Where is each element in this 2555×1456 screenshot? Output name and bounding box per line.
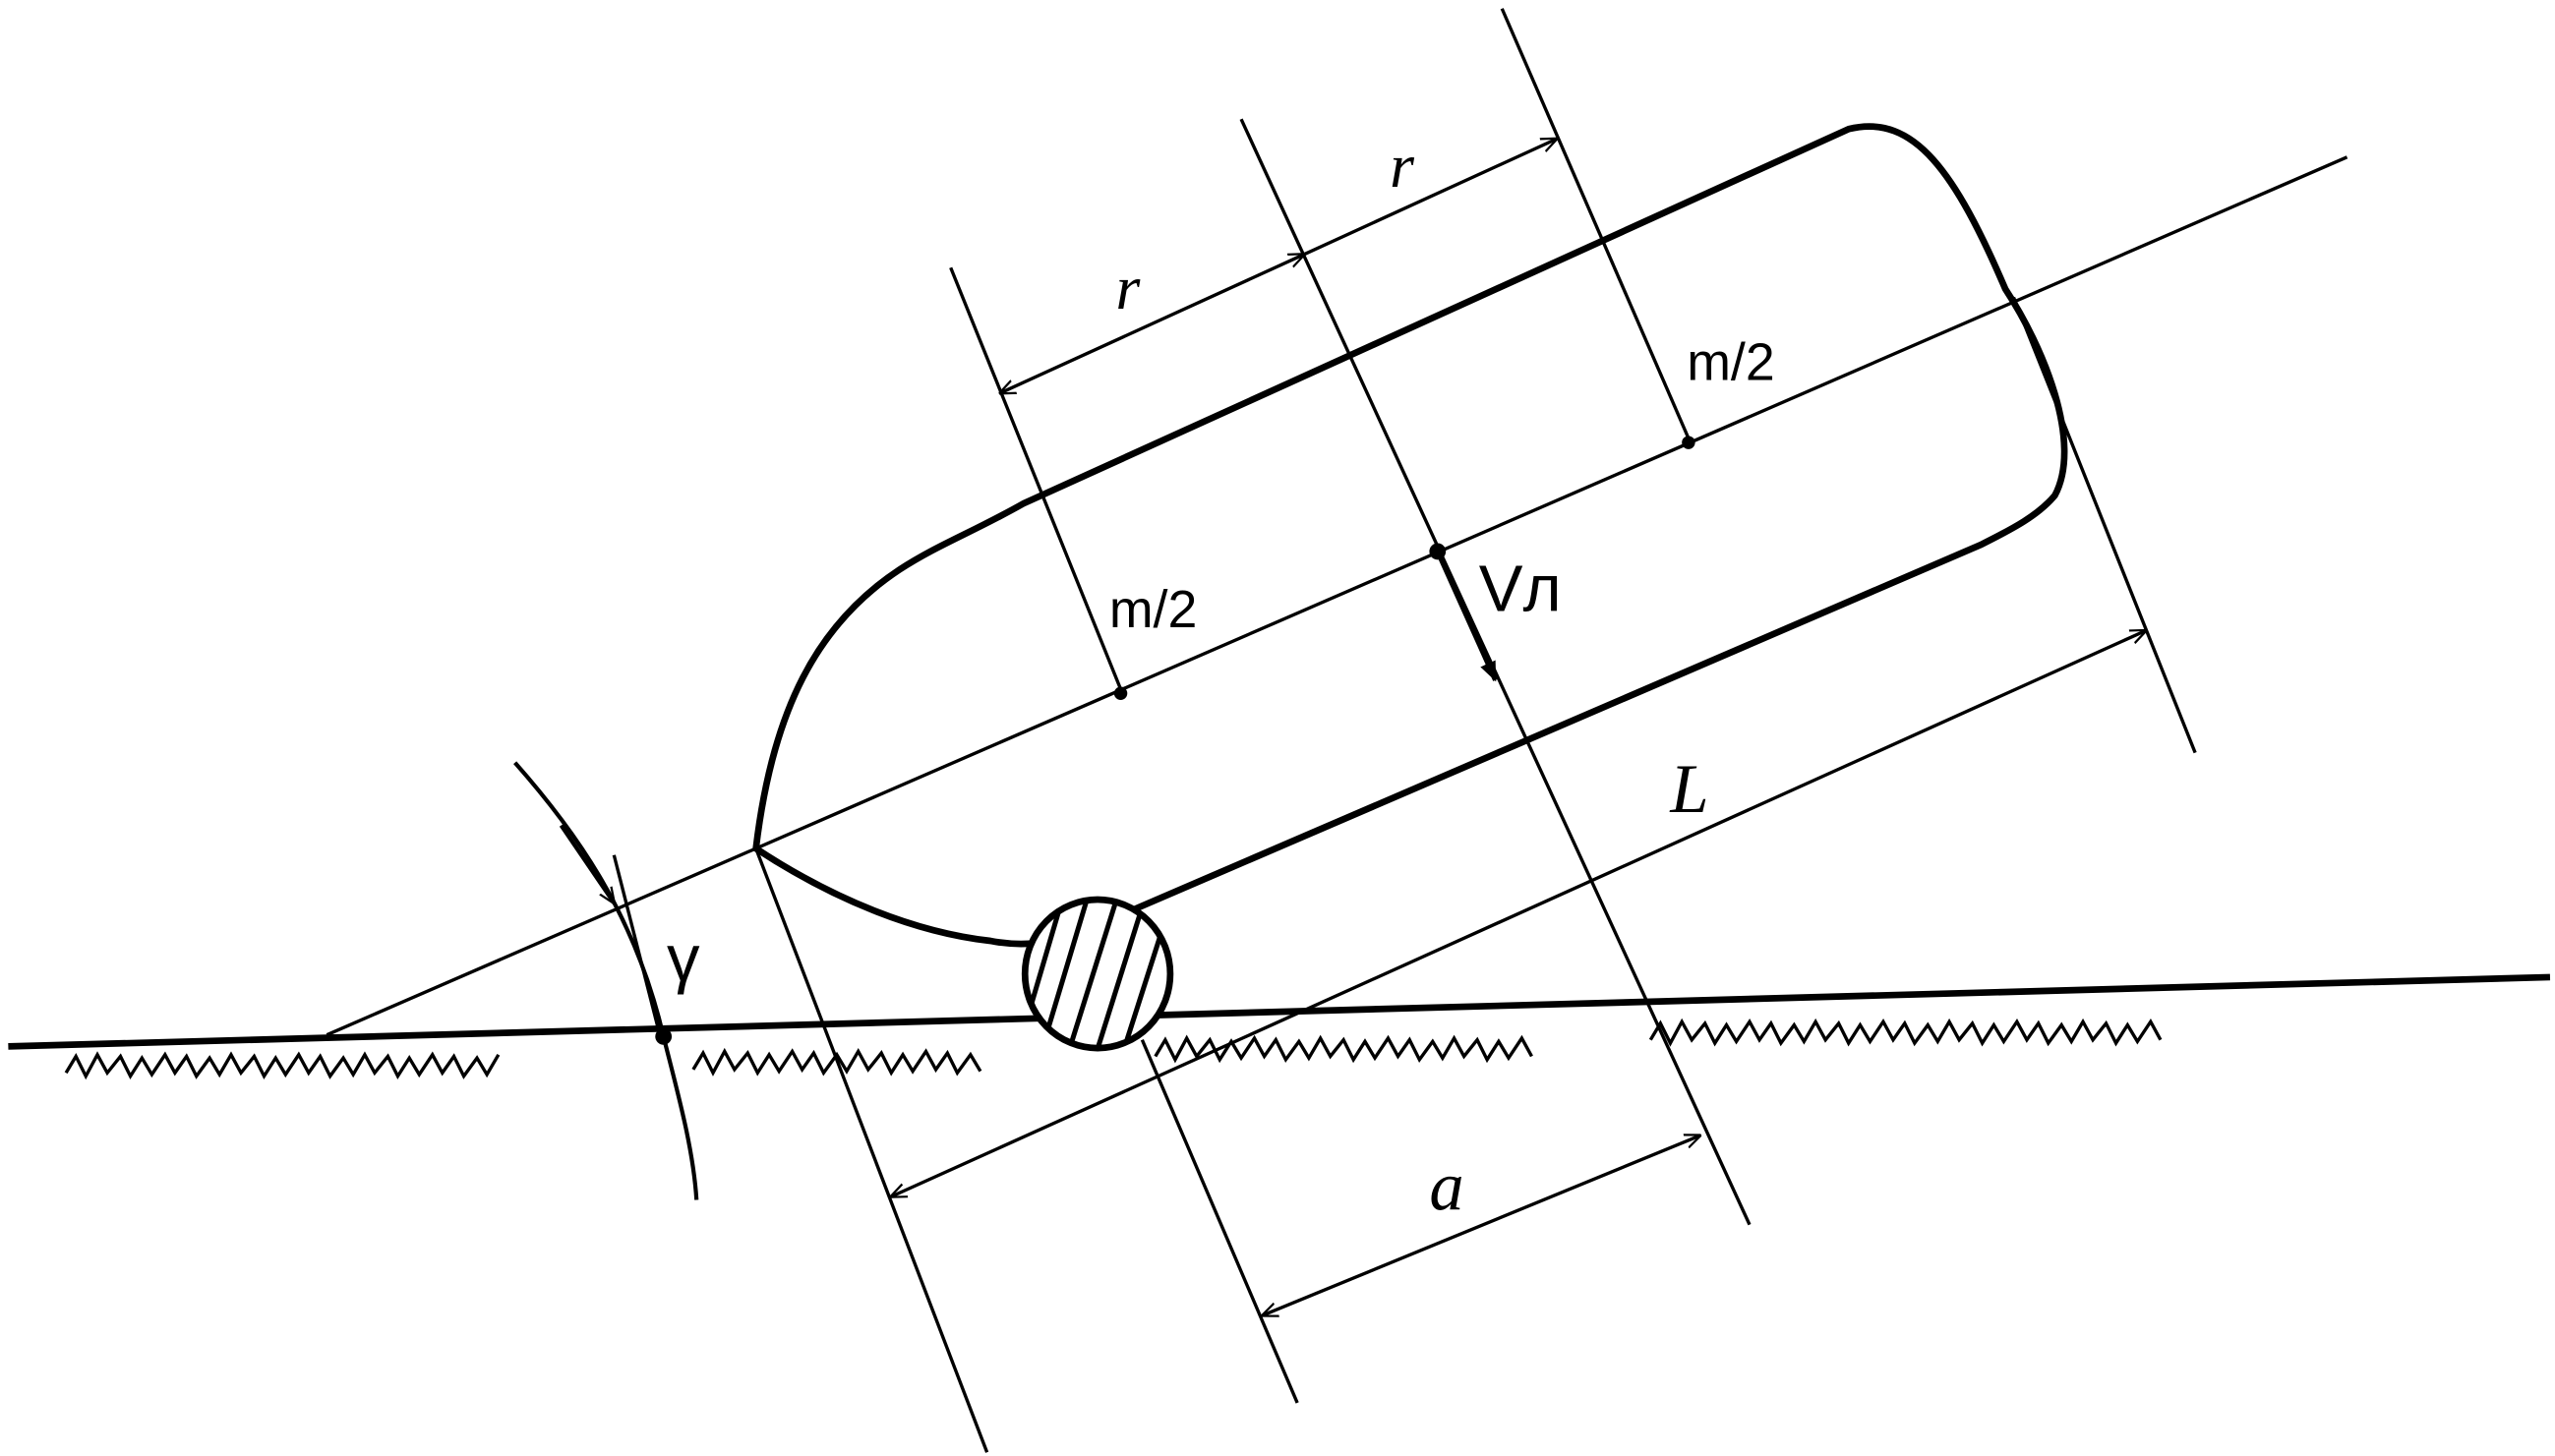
perp-line-r-right [1500, 8, 1693, 447]
label-m2-lower: m/2 [1109, 580, 1198, 639]
angle-tick-vertical [612, 854, 662, 1037]
perp-line-stern [2011, 296, 2197, 754]
ground-line [8, 973, 2551, 1050]
angle-arrow-top [559, 824, 615, 903]
dim-r-right [1303, 139, 1557, 257]
perp-line-bow [754, 847, 989, 1453]
perp-line-contact [1140, 1039, 1299, 1404]
mass-point-upper [1682, 436, 1695, 449]
mass-point-lower [1113, 686, 1128, 700]
perp-line-center [1239, 118, 1752, 1226]
label-r-right: r [1390, 131, 1414, 201]
perp-line-r-left [949, 266, 1124, 694]
contact-hatch-icon [1021, 896, 1174, 1052]
label-length: L [1669, 751, 1708, 828]
label-velocity: Vл [1479, 552, 1562, 625]
ground-axis-intersection [655, 1027, 673, 1045]
angle-arc [513, 761, 699, 1200]
hull-outline [752, 123, 2068, 948]
velocity-arrow [1435, 550, 1498, 682]
dim-L [891, 630, 2146, 1196]
label-angle: γ [667, 921, 700, 995]
label-offset: a [1429, 1149, 1463, 1226]
label-m2-upper: m/2 [1687, 332, 1775, 391]
dim-a [1263, 1136, 1700, 1315]
label-r-left: r [1116, 253, 1141, 322]
dim-r-left [1000, 255, 1304, 393]
hull-axis [326, 155, 2348, 1037]
